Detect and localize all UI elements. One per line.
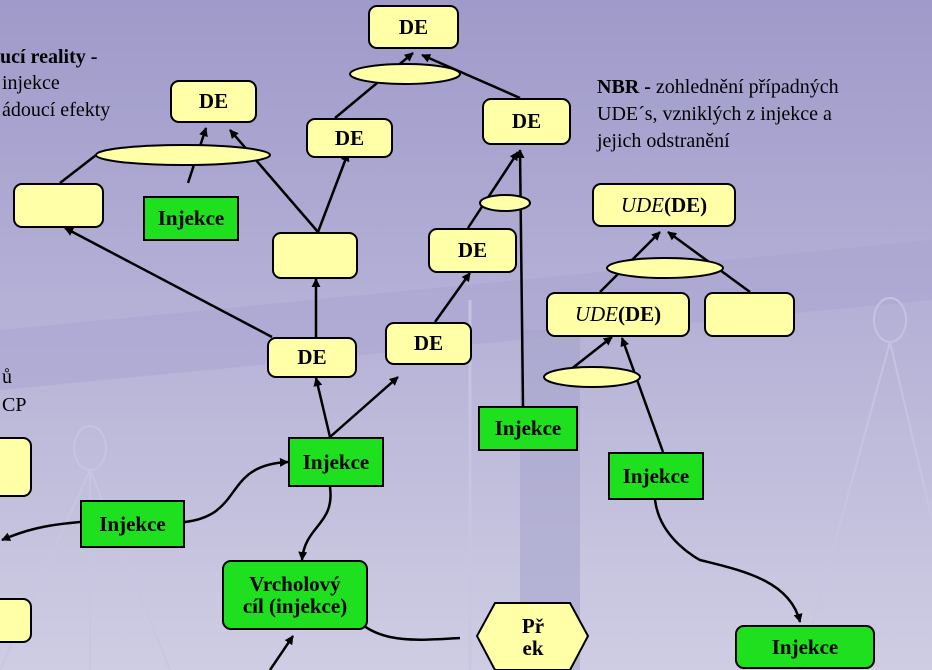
connectors: [1, 52, 803, 670]
nbr-label: NBR - zohlednění případných: [597, 74, 839, 101]
injekce-top-left[interactable]: Injekce: [143, 196, 239, 241]
de-center-right[interactable]: DE: [385, 322, 472, 365]
and-ellipse-ude-top: [606, 257, 724, 279]
ude-top[interactable]: UDE (DE): [592, 183, 736, 227]
empty-effect-center[interactable]: [272, 232, 358, 279]
and-connectors: [95, 63, 724, 388]
nbr-line2: UDE´s, vzniklých z injekce a: [597, 103, 832, 125]
empty-effect-right[interactable]: [704, 292, 795, 337]
obstacle-line1: Př: [521, 613, 545, 638]
top-left-line3: ádoucí efekty: [2, 99, 111, 121]
top-left-label: ucí reality -: [0, 44, 97, 71]
injekce-center[interactable]: Injekce: [288, 437, 384, 487]
de-upper-left[interactable]: DE: [170, 80, 257, 123]
de-upper-right[interactable]: DE: [482, 98, 571, 145]
and-ellipse-left: [95, 144, 271, 166]
ude-top-word: UDE: [620, 192, 664, 217]
injekce-right-mid[interactable]: Injekce: [478, 406, 578, 451]
and-ellipse-top: [349, 63, 461, 85]
top-goal-line2: cíl (injekce): [242, 594, 348, 618]
de-right-mid[interactable]: DE: [428, 228, 517, 273]
and-ellipse-right: [479, 194, 531, 212]
injekce-bottom-right[interactable]: Injekce: [735, 625, 875, 669]
ude-mid-word: UDE: [574, 302, 618, 327]
top-goal-line1: Vrcholový: [249, 571, 341, 596]
ude-top-rest: (DE): [664, 192, 708, 217]
empty-effect-left-low[interactable]: [0, 598, 32, 643]
nbr-line1: zohlednění případných: [650, 76, 839, 98]
left-mid-line1: ů: [2, 366, 12, 388]
top-left-title: ucí reality -: [0, 46, 98, 68]
ude-mid-rest: (DE): [618, 302, 662, 327]
empty-effect-left[interactable]: [13, 183, 104, 228]
injekce-left[interactable]: Injekce: [80, 500, 185, 548]
obstacle-label[interactable]: Př ek: [488, 604, 578, 670]
de-center[interactable]: DE: [267, 337, 357, 378]
top-left-line2: injekce: [2, 72, 60, 94]
left-mid-line2: CP: [2, 394, 27, 416]
empty-effect-left-mid[interactable]: [0, 437, 32, 497]
top-goal[interactable]: Vrcholový cíl (injekce): [222, 560, 368, 630]
de-top[interactable]: DE: [368, 5, 459, 49]
and-ellipse-ude-mid: [543, 366, 641, 388]
obstacle-shape: [475, 602, 590, 670]
nbr-bold: NBR -: [597, 76, 651, 98]
obstacle-line2: ek: [522, 636, 544, 660]
ude-mid[interactable]: UDE (DE): [546, 292, 690, 337]
injekce-right-lower[interactable]: Injekce: [608, 452, 704, 500]
de-upper-center[interactable]: DE: [306, 118, 393, 158]
nbr-line3: jejich odstranění: [597, 130, 730, 152]
